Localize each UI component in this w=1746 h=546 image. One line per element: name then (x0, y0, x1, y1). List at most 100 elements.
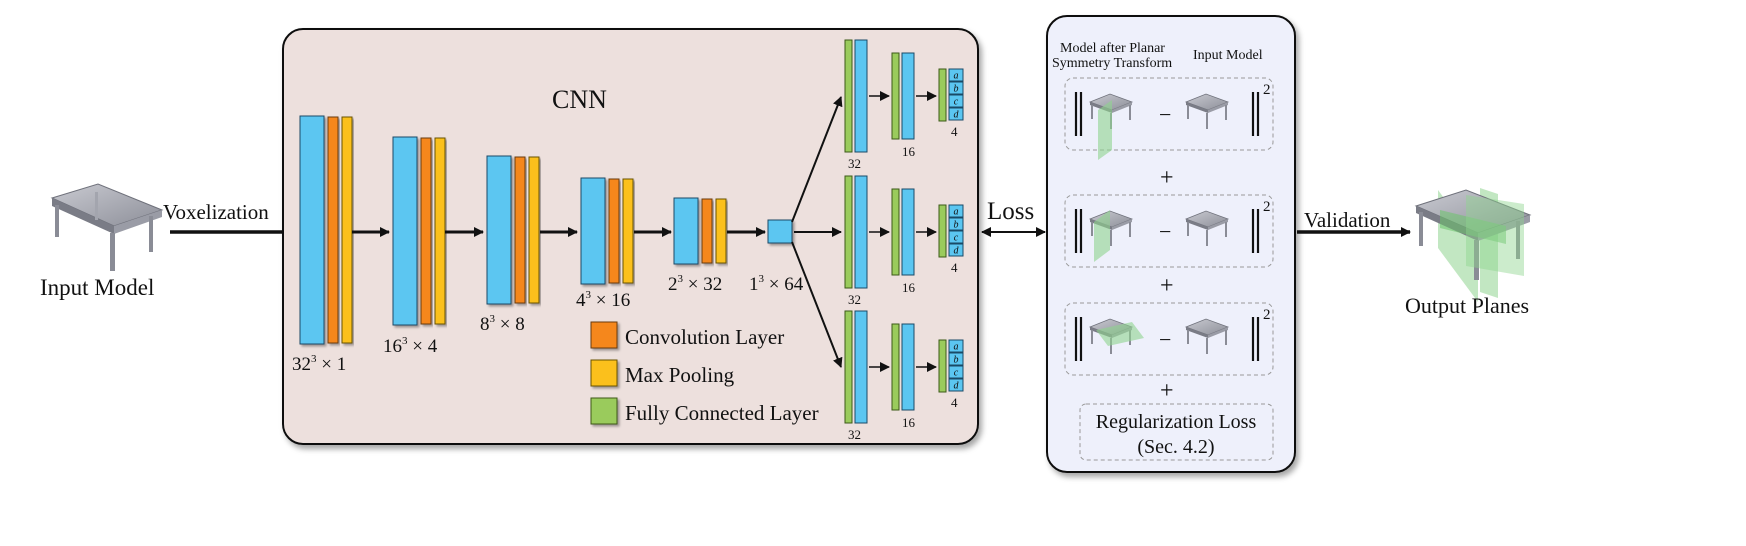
plane-param-cell (948, 204, 964, 218)
loss-term-2: −2 (1064, 194, 1274, 268)
plane-param-label: b (954, 84, 959, 95)
plus-sign-3: + (1160, 378, 1174, 404)
loss-header-right: Input Model (1193, 48, 1263, 63)
plane-param-cell (948, 230, 964, 244)
transformed-table-model (1088, 93, 1134, 160)
regularization-box (1079, 403, 1274, 461)
feature-map-block (580, 177, 606, 285)
transformed-table-model (1088, 318, 1144, 354)
fc-size-label: 4 (951, 395, 958, 410)
fc-size-label: 16 (902, 280, 916, 295)
fc-layer-block (891, 52, 900, 140)
plane-param-cell (948, 365, 964, 379)
conv-stage-3 (486, 155, 540, 305)
conv-layer-block (327, 116, 339, 344)
conv-layer-block (608, 178, 620, 284)
fc-layer-block (891, 188, 900, 276)
feature-map-block (486, 155, 512, 305)
plane-param-label: a (954, 71, 959, 82)
plane-param-label: d (954, 381, 960, 392)
minus-sign: − (1159, 219, 1171, 244)
pooling-layer-block (715, 198, 727, 264)
plus-sign-2: + (1160, 273, 1174, 299)
conv-stage-5 (673, 197, 727, 265)
output-planes-label: Output Planes (1405, 293, 1529, 318)
stage-label-2: 163 × 4 (383, 335, 438, 357)
norm-power: 2 (1263, 82, 1271, 98)
stage-label-1: 323 × 1 (292, 353, 346, 375)
legend: Convolution Layer Max Pooling Fully Conn… (590, 321, 819, 425)
fc-layer-block (938, 204, 947, 258)
output-planes-model (1414, 188, 1532, 302)
conv-layer-block (514, 156, 526, 304)
conv-stage-1 (299, 115, 353, 345)
feature-map-block (673, 197, 699, 265)
norm-power: 2 (1263, 199, 1271, 215)
plane-param-label: b (954, 220, 959, 231)
fc-layer-block (938, 68, 947, 122)
pooling-layer-block (528, 156, 540, 304)
minus-sign: − (1159, 327, 1171, 352)
conv-stage-4 (580, 177, 634, 285)
plane-param-cell (948, 378, 964, 392)
feature-map-block (767, 219, 793, 244)
plus-sign-1: + (1160, 165, 1174, 191)
input-table-model-small (1184, 93, 1230, 129)
norm-power: 2 (1263, 307, 1271, 323)
plane-param-cell (948, 217, 964, 231)
loss-term-3: −2 (1064, 302, 1274, 376)
stage-label-6: 13 × 64 (749, 273, 804, 295)
plane-param-cell (948, 339, 964, 353)
loss-terms: −2−2−2 (1064, 77, 1274, 376)
fc-layer-block (938, 339, 947, 393)
stage-labels: 323 × 1 163 × 4 83 × 8 43 × 16 23 × 32 1… (292, 273, 804, 375)
legend-label-fc: Fully Connected Layer (625, 401, 819, 425)
plane-param-cell (948, 107, 964, 121)
plane-param-cell (948, 352, 964, 366)
conv-stages (299, 115, 793, 345)
pooling-layer-block (622, 178, 634, 284)
legend-label-conv: Convolution Layer (625, 325, 784, 349)
fc-size-label: 16 (902, 144, 916, 159)
plane-param-cell (948, 243, 964, 257)
plane-param-cell (948, 94, 964, 108)
plane-param-cell (948, 68, 964, 82)
fc-feature-block (854, 39, 868, 153)
branch-arrows (791, 96, 843, 368)
fc-feature-block (901, 52, 915, 140)
input-table-model-small (1184, 210, 1230, 246)
loss-term-box (1064, 302, 1274, 376)
fc-size-label: 4 (951, 260, 958, 275)
fc-size-label: 32 (848, 427, 861, 442)
legend-swatch-fc (590, 397, 618, 425)
loss-header-left-line2: Symmetry Transform (1052, 56, 1172, 71)
fc-layer-block (844, 310, 853, 424)
input-model-label: Input Model (40, 275, 154, 300)
conv-layer-block (420, 137, 432, 325)
loss-term-box (1064, 77, 1274, 151)
fc-layer-block (891, 323, 900, 411)
fc-layer-block (844, 175, 853, 289)
loss-label: Loss (987, 198, 1034, 225)
fc-size-label: 16 (902, 415, 916, 430)
conv-stage-2 (392, 136, 446, 326)
loss-term-box (1064, 194, 1274, 268)
fc-layer-block (844, 39, 853, 153)
voxelization-label: Voxelization (163, 200, 269, 224)
input-table-model-small (1184, 318, 1230, 354)
plane-param-label: d (954, 246, 960, 257)
plane-param-cell (948, 81, 964, 95)
stage-label-5: 23 × 32 (668, 273, 722, 295)
fc-feature-block (901, 323, 915, 411)
fc-size-label: 32 (848, 156, 861, 171)
cnn-title: CNN (552, 85, 607, 114)
pooling-layer-block (434, 137, 446, 325)
fc-feature-block (901, 188, 915, 276)
fc-feature-block (854, 175, 868, 289)
regularization-line1: Regularization Loss (1096, 411, 1257, 433)
plane-param-label: c (954, 233, 959, 244)
